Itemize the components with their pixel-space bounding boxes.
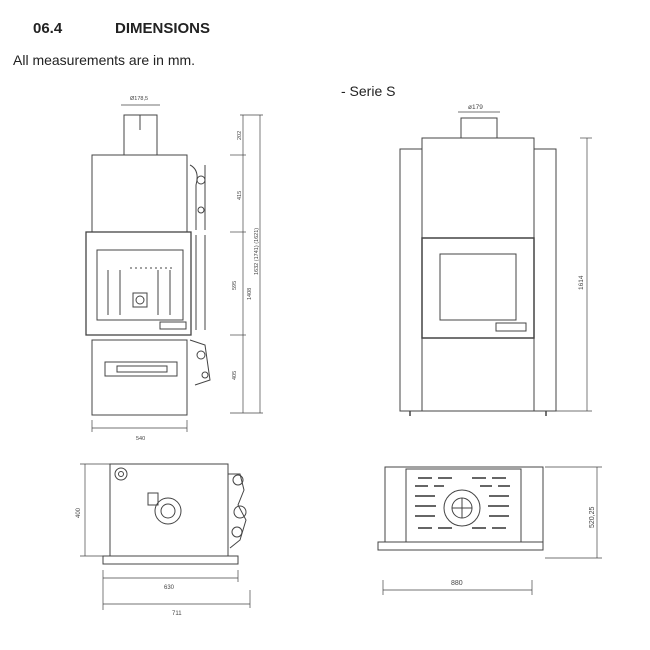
side-upper-body (91, 154, 188, 233)
side-lower-body (91, 339, 188, 416)
top-left-base (102, 555, 239, 565)
front-flue-pipe (460, 117, 498, 139)
side-view-drawing (85, 104, 263, 432)
serie-label: - Serie S (341, 83, 396, 99)
side-dim-total: 1632 (1741) (1621) (254, 228, 260, 275)
side-dim-top-flue: 202 (237, 131, 243, 140)
top-view-right-drawing (377, 466, 602, 595)
side-dim-body: 1408 (247, 288, 253, 300)
side-logo-box (132, 292, 148, 308)
side-dim-lower: 405 (232, 371, 238, 380)
front-flue-diameter: ø179 (468, 104, 483, 111)
side-door-frame (85, 231, 192, 336)
section-number: 06.4 (33, 20, 63, 37)
top-left-body (109, 463, 229, 557)
top-left-dim-depth: 400 (76, 507, 82, 518)
front-door-frame (421, 237, 535, 339)
top-left-dim-inner: 630 (164, 585, 175, 591)
top-right-dim-width: 880 (451, 580, 463, 587)
front-right-panel (533, 148, 557, 412)
side-dim-upper: 415 (237, 191, 243, 200)
top-right-outer (384, 466, 544, 543)
side-dim-width: 540 (136, 436, 145, 442)
top-view-left-drawing (80, 463, 251, 610)
top-right-dim-depth: 520,25 (589, 506, 596, 528)
top-right-base (377, 541, 544, 551)
top-left-dim-outer: 711 (172, 611, 182, 617)
section-heading: 06.4 DIMENSIONS (33, 20, 210, 37)
front-main-body (421, 137, 535, 412)
section-title: DIMENSIONS (115, 20, 211, 37)
front-left-panel (399, 148, 423, 412)
side-door-glass (96, 249, 184, 321)
intro-text: All measurements are in mm. (13, 52, 196, 68)
front-dim-height: 1614 (578, 275, 585, 290)
side-dim-door: 595 (232, 281, 238, 290)
side-ash-drawer (104, 361, 178, 377)
front-view-drawing (399, 111, 592, 416)
front-door-glass (439, 253, 517, 321)
side-flue-diameter: Ø178,5 (130, 96, 148, 102)
